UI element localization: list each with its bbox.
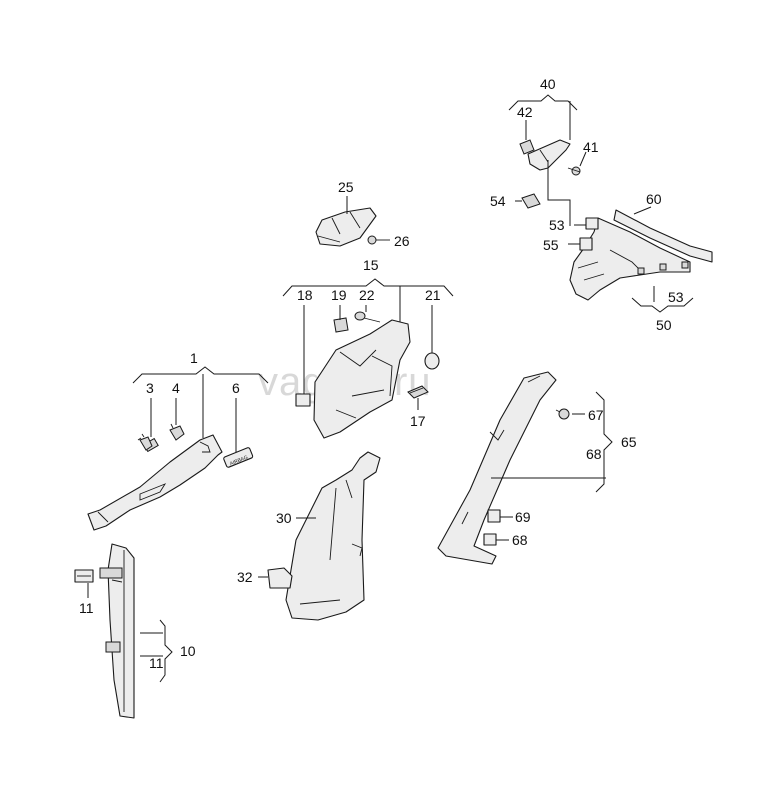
callout-10: 10	[180, 643, 196, 659]
screw-26-icon	[367, 235, 390, 245]
clip-17-icon	[407, 385, 429, 399]
callout-41: 41	[583, 139, 599, 155]
callout-17: 17	[410, 413, 426, 429]
clip-69-icon	[487, 509, 501, 523]
callout-53-bottom: 53	[668, 289, 684, 305]
callout-21: 21	[425, 287, 441, 303]
part-handle-25	[315, 207, 377, 247]
callout-65: 65	[621, 434, 637, 450]
callout-32: 32	[237, 569, 253, 585]
bracket-1	[132, 366, 269, 384]
clip-11-icon	[74, 569, 94, 583]
clip-42-icon	[519, 139, 535, 155]
clip-54-icon	[521, 193, 541, 209]
bracket-65	[595, 391, 613, 493]
bracket-50	[631, 297, 694, 313]
clip-68-icon	[483, 533, 497, 546]
callout-42: 42	[517, 104, 533, 120]
part-lower-pillar-strip	[99, 543, 135, 719]
clip-19-icon	[333, 317, 349, 333]
clip-18-icon	[295, 393, 311, 407]
callout-15: 15	[363, 257, 379, 273]
callout-1: 1	[190, 350, 198, 366]
callout-4: 4	[172, 380, 180, 396]
callout-11-left: 11	[79, 600, 94, 616]
screw-22-icon	[354, 311, 381, 323]
callout-53-top: 53	[549, 217, 565, 233]
part-bracket-40	[527, 139, 571, 171]
callout-68-clip: 68	[512, 532, 528, 548]
part-lower-b-pillar-trim	[285, 451, 381, 621]
callout-60: 60	[646, 191, 662, 207]
airbag-badge: AIRBAG	[223, 447, 254, 468]
part-seal-60	[613, 209, 713, 263]
screw-3-icon	[137, 433, 153, 451]
callout-18: 18	[297, 287, 313, 303]
callout-54: 54	[490, 193, 506, 209]
callout-40: 40	[540, 76, 556, 92]
clip-21-icon	[424, 352, 440, 370]
clip-32-icon	[267, 567, 293, 589]
callout-68-bracket: 68	[586, 446, 602, 462]
part-upper-b-pillar-trim	[313, 319, 411, 439]
clip-4-icon	[169, 423, 185, 441]
bracket-10	[159, 619, 173, 683]
callout-30: 30	[276, 510, 292, 526]
callout-11-bracket: 11	[149, 655, 164, 671]
callout-55: 55	[543, 237, 559, 253]
callout-3: 3	[146, 380, 154, 396]
callout-22: 22	[359, 287, 375, 303]
part-c-pillar-trim-50	[569, 217, 691, 301]
part-a-pillar-trim	[87, 425, 223, 531]
callout-67: 67	[588, 407, 604, 423]
bracket-40	[508, 94, 578, 111]
clip-55-icon	[579, 237, 593, 251]
callout-26: 26	[394, 233, 410, 249]
callout-69: 69	[515, 509, 531, 525]
screw-41-icon	[567, 166, 581, 176]
part-d-pillar-trim-65	[437, 371, 557, 565]
clip-53-icon	[585, 217, 599, 230]
callout-6: 6	[232, 380, 240, 396]
bracket-15	[282, 278, 454, 297]
callout-25: 25	[338, 179, 354, 195]
callout-19: 19	[331, 287, 347, 303]
screw-67-icon	[555, 408, 570, 420]
callout-50: 50	[656, 317, 672, 333]
